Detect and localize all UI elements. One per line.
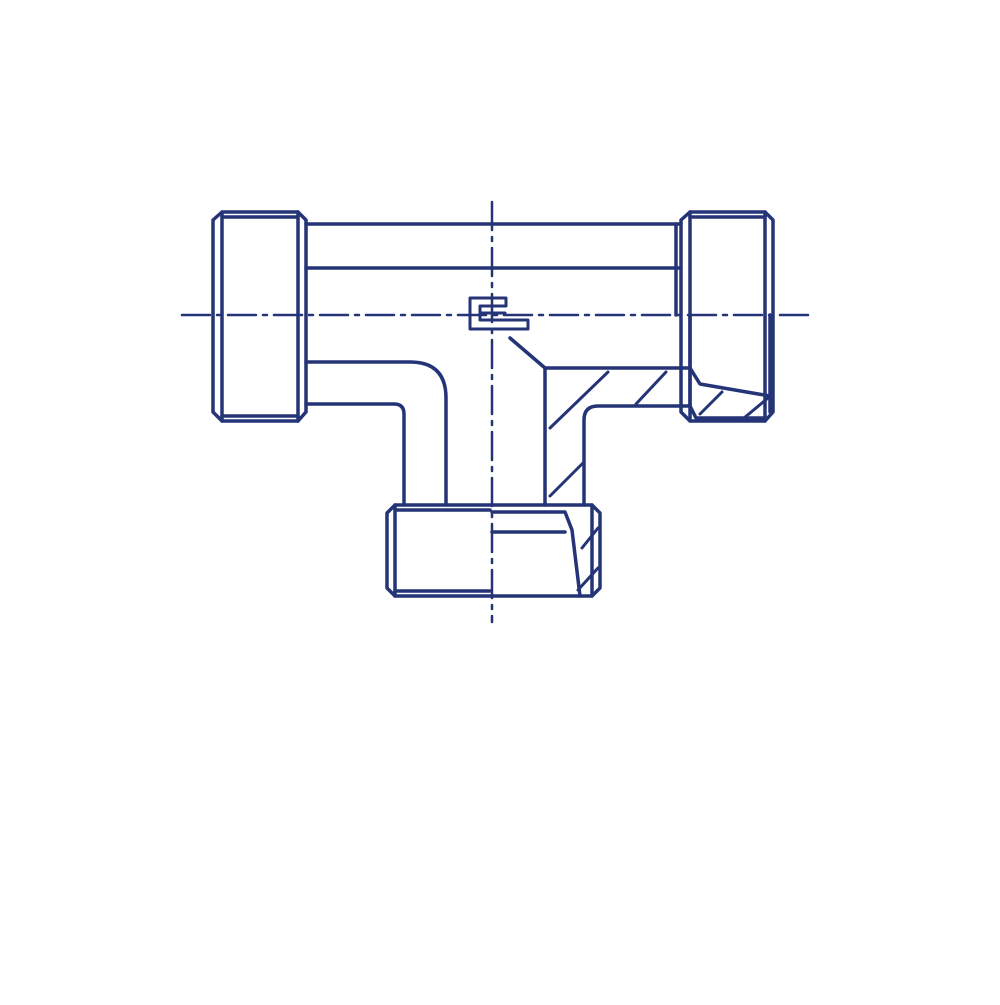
section-hatching [548,370,770,592]
centerlines [180,200,812,624]
centre-symbol [468,296,530,331]
fitting-outline [211,210,775,598]
bottom-nut [385,503,602,598]
left-nut [211,210,308,423]
tee-body [304,222,772,598]
